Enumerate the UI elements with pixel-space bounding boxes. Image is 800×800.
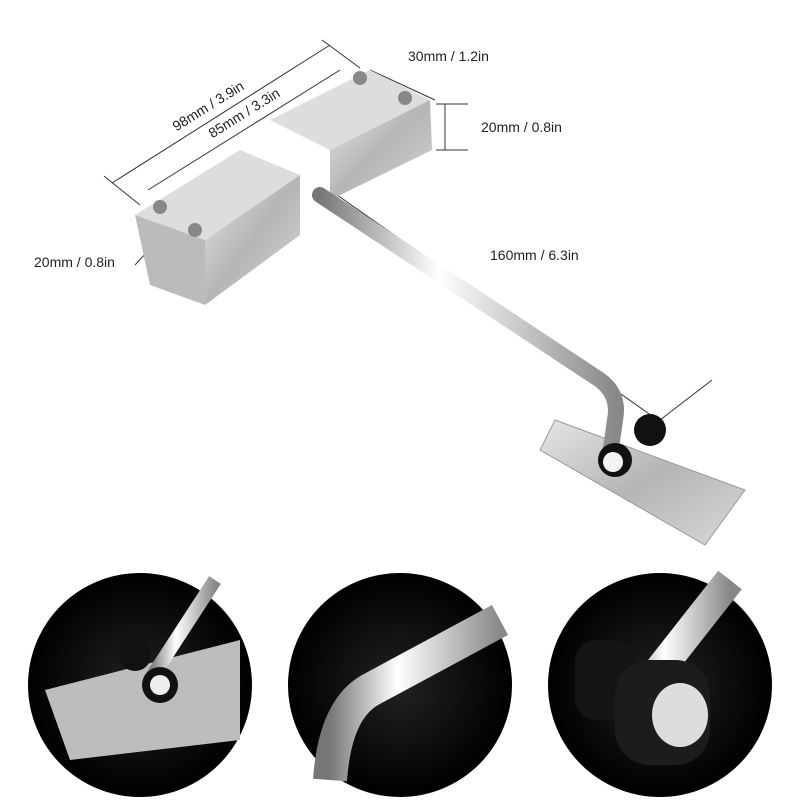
arm-length-label: 160mm / 6.3in <box>490 247 579 263</box>
closer-body <box>135 70 432 305</box>
roller-icon <box>634 414 666 446</box>
closer-arm <box>312 187 624 463</box>
detail-view-bent-arm <box>288 573 512 797</box>
width-label: 30mm / 1.2in <box>408 48 489 64</box>
end-height-label: 20mm / 0.8in <box>34 254 115 270</box>
detail-view-roller-wheel <box>548 570 772 797</box>
mounting-plate <box>539 419 746 546</box>
detail-view-roller-plate <box>28 573 252 797</box>
height-label: 20mm / 0.8in <box>481 119 562 135</box>
